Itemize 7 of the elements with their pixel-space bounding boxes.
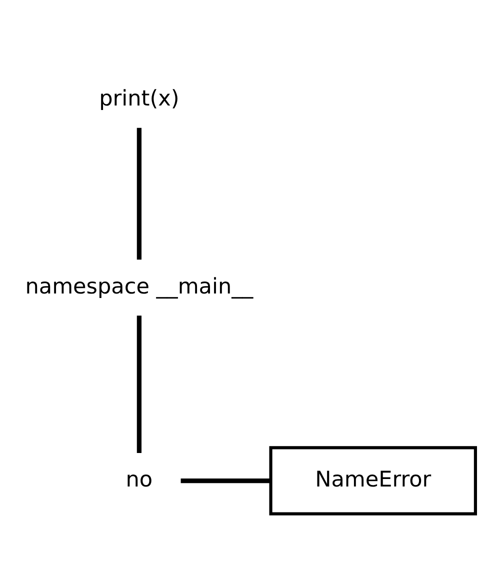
connector (180, 478, 270, 484)
node-text: namespace __main__ (25, 274, 254, 300)
connector (136, 316, 142, 453)
node-box: NameError (269, 446, 477, 516)
node-text: no (126, 467, 153, 492)
connector (136, 128, 142, 260)
node-text: print(x) (99, 86, 180, 112)
